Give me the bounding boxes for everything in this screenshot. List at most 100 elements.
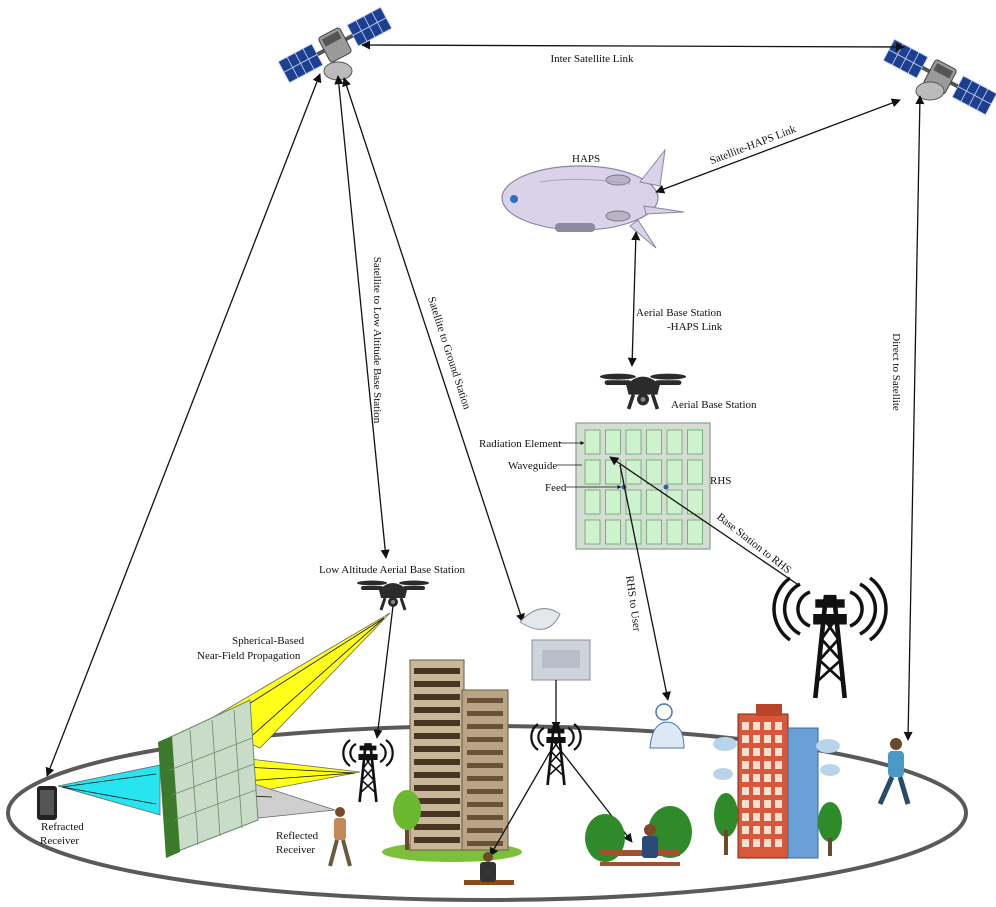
reflected-receiver-label-1: Reflected (276, 830, 319, 842)
inter-satellite-link-label: Inter Satellite Link (550, 53, 634, 65)
refracted-beam-cyan (57, 764, 161, 816)
building-window (742, 774, 749, 782)
building-window (764, 735, 771, 743)
building-window (775, 813, 782, 821)
base-station-to-rhs-label: Base Station to RHS (714, 511, 793, 576)
base-station-tower-center-icon (545, 726, 567, 787)
building-window (467, 711, 503, 716)
building-window (775, 787, 782, 795)
rhs-radiation-element (625, 459, 642, 485)
building-window (764, 839, 771, 847)
rhs-radiation-element (646, 459, 662, 485)
low-altitude-aerial-bs-label: Low Altitude Aerial Base Station (319, 564, 466, 576)
building-window (742, 826, 749, 834)
ground-station-dish-icon (519, 608, 591, 681)
building-window (753, 722, 760, 730)
walking-person-right-icon (877, 738, 911, 806)
rhs-radiation-element (605, 459, 621, 485)
building-window (467, 763, 503, 768)
building-window (775, 826, 782, 834)
direct-to-satellite-label: Direct to Satellite (890, 333, 902, 411)
rhs-radiation-element (584, 489, 601, 515)
building-window (764, 761, 771, 769)
intelligent-surface-panel (158, 699, 259, 858)
building-window (742, 735, 749, 743)
base-station-tower-left-icon (357, 743, 379, 804)
building-window (764, 722, 771, 730)
building-window (775, 735, 782, 743)
building-window (753, 787, 760, 795)
rhs-radiation-element (605, 489, 621, 515)
building-window (764, 787, 771, 795)
building-window (742, 787, 749, 795)
building-window (414, 824, 460, 830)
building-window (753, 735, 760, 743)
building-window (775, 839, 782, 847)
building-window (414, 798, 460, 804)
rhs-radiation-element (584, 519, 601, 545)
building-window (775, 774, 782, 782)
building-window (414, 759, 460, 765)
building-window (742, 761, 749, 769)
reflected-receiver-label-2: Receiver (276, 844, 315, 856)
building-window (414, 785, 460, 791)
walking-person-reflected-receiver-icon (328, 807, 352, 867)
building-window (467, 737, 503, 742)
building-window (764, 826, 771, 834)
building-window (775, 800, 782, 808)
spherical-based-label-2: Near-Field Propagation (197, 650, 301, 662)
building-window (414, 694, 460, 700)
satellite-to-ground-arrow (342, 77, 525, 623)
building-window (753, 813, 760, 821)
building-window (764, 800, 771, 808)
building-window (467, 841, 503, 846)
building-window (467, 750, 503, 755)
rhs-radiation-element (646, 519, 662, 545)
waveguide-label: Waveguide (508, 460, 557, 472)
rhs-radiation-element (646, 489, 662, 515)
spherical-based-label-1: Spherical-Based (232, 635, 305, 647)
haps-airship-icon (501, 148, 685, 249)
building-window (467, 802, 503, 807)
refracted-receiver-label-1: Refracted (41, 821, 84, 833)
building-window (414, 733, 460, 739)
signal-waves-left-icon (342, 739, 394, 767)
building-window (753, 800, 760, 808)
rhs-radiation-element (625, 429, 642, 455)
rhs-radiation-element (646, 429, 662, 455)
low-altitude-drone-icon (355, 579, 431, 612)
building-window (467, 698, 503, 703)
building-window (753, 826, 760, 834)
building-window (467, 815, 503, 820)
clouds-icon (713, 737, 840, 780)
signal-waves-right-icon (772, 576, 888, 642)
building-window (764, 748, 771, 756)
rhs-radiation-element (666, 519, 683, 545)
rhs-radiation-element (687, 519, 703, 545)
rhs-radiation-element (687, 459, 703, 485)
building-window (753, 839, 760, 847)
building-window (467, 828, 503, 833)
person-on-bench-icon (464, 852, 514, 885)
radiation-element-label: Radiation Element (479, 438, 561, 450)
user-with-phone-icon (649, 703, 685, 749)
building-red-icon (737, 704, 819, 859)
building-window (414, 668, 460, 674)
low-altitude-to-tower-arrow (373, 605, 394, 739)
building-window (742, 813, 749, 821)
rhs-panel (575, 422, 711, 550)
feed-label: Feed (545, 482, 567, 494)
building-window (742, 722, 749, 730)
direct-to-satellite-arrow (903, 95, 925, 741)
rhs-radiation-element (605, 429, 621, 455)
trees-right-icon (714, 793, 842, 856)
rhs-to-user-label: RHS to User (623, 575, 643, 633)
satellite-haps-link-label: Satellite-HAPS Link (708, 123, 798, 167)
building-window (753, 748, 760, 756)
aerial-base-station-label: Aerial Base Station (671, 399, 757, 411)
building-window (467, 724, 503, 729)
inter-satellite-link-arrow (361, 40, 905, 52)
building-window (467, 789, 503, 794)
satellite-to-low-altitude-label: Satellite to Low Altitude Base Station (371, 257, 383, 424)
building-window (414, 772, 460, 778)
